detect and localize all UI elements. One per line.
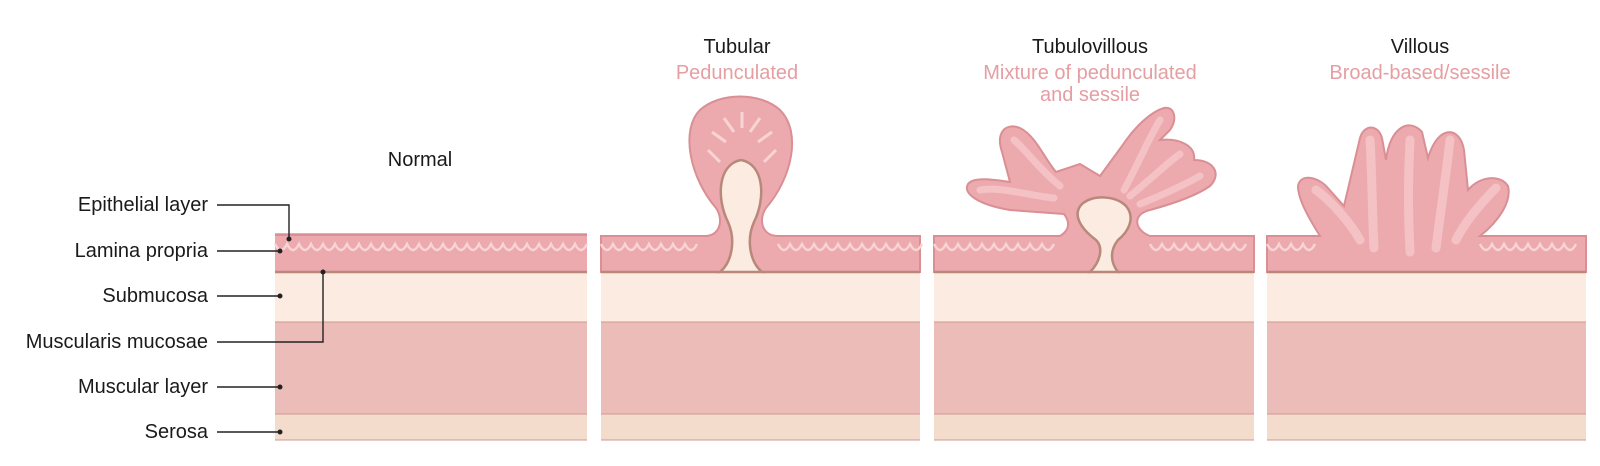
submucosa-band bbox=[275, 272, 587, 322]
panel-title-normal: Normal bbox=[388, 149, 452, 171]
label-epithelial-layer: Epithelial layer bbox=[78, 194, 208, 216]
label-serosa: Serosa bbox=[145, 421, 209, 443]
panel-title-tubular: Tubular bbox=[703, 36, 770, 58]
panel-tubulovillous bbox=[932, 106, 1255, 441]
panel-subtitle-villous: Broad-based/sessile bbox=[1329, 62, 1510, 84]
panel-title-villous: Villous bbox=[1391, 36, 1450, 58]
panel-normal bbox=[273, 233, 589, 441]
panel-title-tubulovillous: Tubulovillous bbox=[1032, 36, 1148, 58]
epithelial-crypts bbox=[273, 241, 589, 252]
tubulovillous-polyp bbox=[933, 106, 1255, 273]
panel-subtitle-tubular: Pedunculated bbox=[676, 62, 798, 84]
label-muscular-layer: Muscular layer bbox=[78, 376, 208, 398]
villous-polyp bbox=[1266, 124, 1587, 273]
panel-subtitle2-tubulovillous: and sessile bbox=[1040, 84, 1140, 106]
panel-subtitle-tubulovillous: Mixture of pedunculated bbox=[983, 62, 1196, 84]
panel-tubular bbox=[599, 95, 924, 441]
muscular-layer-band bbox=[275, 322, 587, 414]
label-submucosa: Submucosa bbox=[102, 285, 208, 307]
mucosa-band bbox=[275, 233, 587, 272]
label-lamina-propria: Lamina propria bbox=[75, 240, 209, 262]
panel-villous bbox=[1265, 124, 1587, 441]
label-muscularis-mucosae: Muscularis mucosae bbox=[26, 331, 208, 353]
serosa-band bbox=[275, 414, 587, 440]
